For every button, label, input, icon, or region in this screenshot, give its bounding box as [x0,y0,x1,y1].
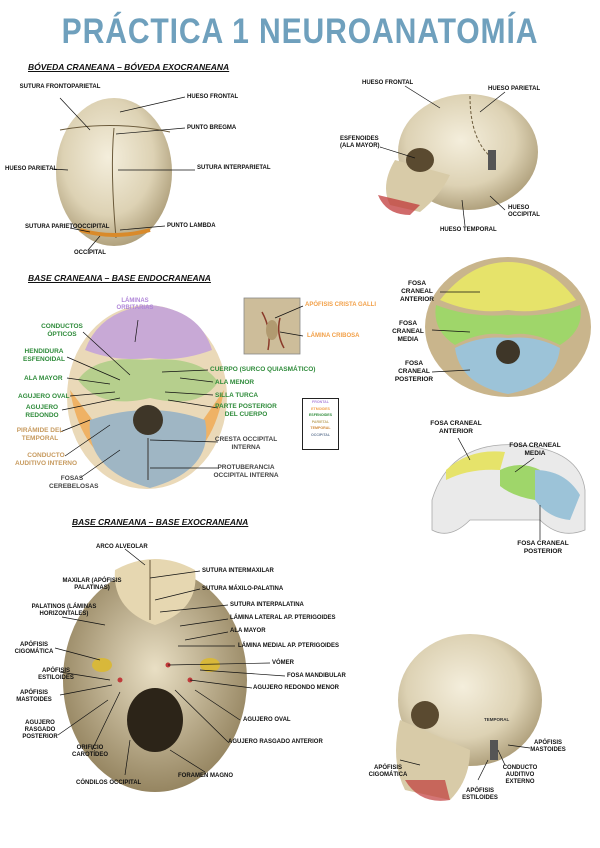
section-heading-boveda: BÓVEDA CRANEANA – BÓVEDA EXOCRANEANA [28,62,230,72]
label-protuberancia-occipital: PROTUBERANCIA OCCIPITAL INTERNA [213,464,279,479]
label-exo-agujero-oval: AGUJERO OVAL [243,717,291,723]
label-conductos-opticos: CONDUCTOS ÓPTICOS [41,323,83,338]
label-side-hueso-occipital: HUESO OCCIPITAL [508,205,540,218]
label-ala-mayor: ALA MAYOR [230,628,266,634]
label-apofisis-estiloides: APÓFISIS ESTILOIDES [38,668,74,681]
label-conducto-auditivo-interno: CONDUCTO AUDITIVO INTERNO [14,452,78,467]
skull-endocranial-base [67,305,227,489]
label-sutura-maxilo-palatina: SUTURA MÁXILO-PALATINA [202,586,284,592]
label-lamina-lateral: LÁMINA LATERAL AP. PTERIGOIDES [230,615,336,621]
label-sutura-interparietal: SUTURA INTERPARIETAL [197,165,271,171]
label-cresta-occipital-interna: CRESTA OCCIPITAL INTERNA [214,436,278,451]
label-condilos-occipital: CÓNDILOS OCCIPITAL [76,780,142,786]
label-vomer: VÓMER [272,660,295,666]
label-sag-fosa-posterior: FOSA CRANEAL POSTERIOR [517,540,569,555]
label-hendidura-esfenoidal: HENDIDURA ESFENOIDAL [23,348,65,363]
label-sutura-intermaxilar: SUTURA INTERMAXILAR [202,568,274,574]
label-esfenoides: ESFENOIDES (ALA MAYOR) [340,136,380,149]
legend-esfenoides: ESFENOIDES [308,413,333,417]
label-occipital: OCCIPITAL [74,250,106,256]
page-title: PRÁCTICA 1 NEUROANATOMÍA [61,12,539,51]
label-arco-alveolar: ARCO ALVEOLAR [96,544,148,550]
label-side-apofisis-cigomatica: APÓFISIS CIGOMÁTICA [368,765,408,778]
label-agujero-redondo-menor: AGUJERO REDONDO MENOR [253,685,340,691]
label-fosa-posterior: FOSA CRANEAL POSTERIOR [394,360,434,383]
label-agujero-redondo: AGUJERO REDONDO [25,404,59,419]
label-side-apofisis-estiloides: APÓFISIS ESTILOIDES [462,788,498,801]
legend-frontal: FRONTAL [312,400,329,404]
label-sag-fosa-anterior: FOSA CRANEAL ANTERIOR [430,420,482,435]
label-agujero-rasgado-anterior: AGUJERO RASGADO ANTERIOR [228,739,323,745]
skull-sagittal-fosas [431,444,586,534]
label-fosas-cerebelosas: FOSAS CEREBELOSAS [49,475,99,490]
label-piramide-temporal: PIRÁMIDE DEL TEMPORAL [16,427,64,442]
label-agujero-oval: AGUJERO OVAL [18,393,70,400]
label-laminas-orbitarias: LÁMINAS ORBITARIAS [116,298,154,311]
label-hueso-parietal: HUESO PARIETAL [5,166,58,172]
label-side-hueso-parietal: HUESO PARIETAL [488,86,541,92]
label-agujero-rasgado-posterior: AGUJERO RASGADO POSTERIOR [22,720,58,740]
label-cuerpo-surco: CUERPO (SURCO QUIASMÁTICO) [210,366,316,373]
skull-side-bottom [396,634,542,801]
legend-etmoides: ETMOIDES [311,406,330,411]
label-side-hueso-frontal: HUESO FRONTAL [362,80,414,86]
label-sutura-interpalatina: SUTURA INTERPALATINA [230,602,304,608]
label-side-conducto-auditivo-externo: CONDUCTO AUDITIVO EXTERNO [502,765,538,785]
label-palatinos: PALATINOS (LÁMINAS HORIZONTALES) [31,604,97,617]
label-lamina-cribosa: LÁMINA CRIBOSA [307,333,360,339]
label-apofisis-cigomatica: APÓFISIS CIGOMÁTICA [14,642,54,655]
section-heading-endo: BASE CRANEANA – BASE ENDOCRANEANA [28,273,211,283]
label-sutura-parietooccipital: SUTURA PARIETOOCCIPITAL [25,224,110,230]
label-silla-turca: SILLA TURCA [215,392,259,399]
label-punto-bregma: PUNTO BREGMA [187,125,237,131]
label-lamina-medial: LÁMINA MEDIAL AP. PTERIGOIDES [238,643,340,649]
label-ala-menor: ALA MENOR [215,379,255,386]
label-foramen-magno: FORAMEN MAGNO [178,773,233,779]
label-orificio-carotideo: ORIFICIO CAROTÍDEO [72,745,108,758]
label-fosa-media: FOSA CRANEAL MEDIA [392,320,424,343]
label-fosa-anterior: FOSA CRANEAL ANTERIOR [400,280,434,303]
legend-temporal: TEMPORAL [310,426,331,430]
label-side-apofisis-mastoides: APÓFISIS MASTOIDES [530,740,566,753]
label-parte-posterior: PARTE POSTERIOR DEL CUERPO [215,403,277,418]
skull-lateral-view [378,94,538,215]
skull-top-view [56,98,172,246]
label-apofisis-crista-galli: APÓFISIS CRISTA GALLI [305,302,377,308]
label-punto-lambda: PUNTO LAMBDA [167,223,216,229]
label-sag-fosa-media: FOSA CRANEAL MEDIA [509,442,561,457]
section-heading-exo: BASE CRANEANA – BASE EXOCRANEANA [72,517,249,527]
label-side-hueso-temporal: HUESO TEMPORAL [440,227,497,233]
legend-parietal: PARIETAL [311,419,330,424]
label-sutura-frontoparietal: SUTURA FRONTOPARIETAL [19,84,101,90]
label-fosa-mandibular: FOSA MANDIBULAR [287,673,346,679]
label-apofisis-mastoides: APÓFISIS MASTOIDES [16,690,52,703]
label-hueso-frontal: HUESO FRONTAL [187,94,239,100]
legend-occipital: OCCIPITAL [310,432,331,437]
label-maxilar: MAXILAR (APÓFISIS PALATINAS) [62,578,122,591]
crista-galli-inset [243,297,301,355]
skull-exocranial-base [63,559,247,792]
label-temporal-on-skull: TEMPORAL [484,717,510,722]
bone-color-legend: FRONTAL ETMOIDES ESFENOIDES PARIETAL TEM… [302,398,339,450]
label-ala-mayor-left: ALA MAYOR [24,375,63,382]
